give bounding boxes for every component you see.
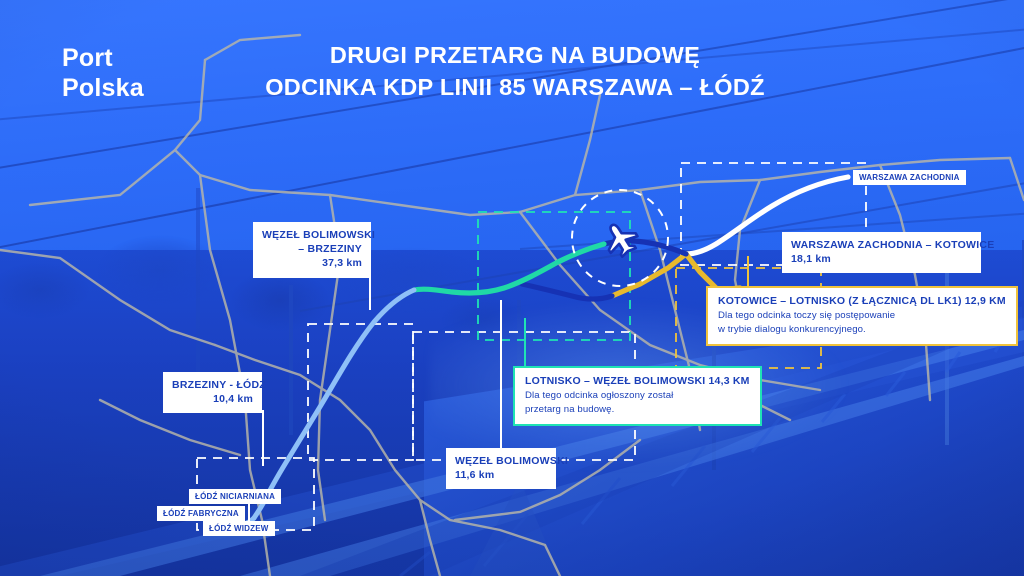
- brand-logo: Port Polska: [62, 44, 144, 103]
- segment-distance: 18,1 km: [791, 253, 831, 266]
- leader-line-wezel-bolimowski: [500, 300, 502, 448]
- note-body-line-1: Dla tego odcinka toczy się postępowanie: [718, 310, 896, 321]
- page-title: DRUGI PRZETARG NA BUDOWĘ ODCINKA KDP LIN…: [230, 40, 800, 103]
- catenary-pole: [1022, 240, 1024, 360]
- route-lotnisko-bolimowski: [411, 241, 607, 296]
- leader-line-lotnisko-note: [524, 318, 526, 368]
- note-heading: KOTOWICE – LOTNISKO (Z ŁĄCZNICĄ DL LK1) …: [718, 295, 1006, 307]
- segment-label-warszawa-zachodnia-kotowice[interactable]: WARSZAWA ZACHODNIA – KOTOWICE 18,1 km: [782, 232, 995, 274]
- segment-title-line-2: – BRZEZINY: [298, 243, 362, 256]
- airplane-icon: [607, 223, 639, 258]
- station-label-text: ŁÓDŹ FABRYCZNA: [163, 508, 239, 518]
- segment-title-line-1: WĘZEŁ BOLIMOWSKI: [455, 455, 569, 467]
- catenary-pole: [289, 285, 293, 435]
- leader-line-bolimowski-brzeziny: [369, 272, 371, 310]
- note-lotnisko-wezel-bolimowski[interactable]: LOTNISKO – WĘZEŁ BOLIMOWSKI 14,3 KM Dla …: [513, 366, 762, 427]
- segment-distance: 37,3 km: [322, 257, 362, 270]
- station-label-warszawa-zachodnia[interactable]: WARSZAWA ZACHODNIA: [853, 170, 966, 185]
- title-line-1: DRUGI PRZETARG NA BUDOWĘ: [329, 42, 701, 68]
- catenary-pole: [196, 188, 200, 398]
- station-label-lodz-widzew[interactable]: ŁÓDŹ WIDZEW: [203, 521, 275, 536]
- station-label-lodz-fabryczna[interactable]: ŁÓDŹ FABRYCZNA: [157, 506, 245, 521]
- station-label-text: ŁÓDŹ WIDZEW: [209, 523, 269, 533]
- note-body-line-2: w trybie dialogu konkurencyjnego.: [718, 323, 866, 335]
- route-warszawa-kotowice: [683, 174, 851, 257]
- route-kotowice-gold: [609, 251, 689, 299]
- note-body-line-2: przetarg na budowę.: [525, 403, 615, 415]
- route-kotowice-lotnisko: [519, 281, 615, 302]
- route-kotowice-link-gold: [683, 251, 743, 293]
- leader-line-kotowice-note: [747, 256, 749, 286]
- segment-title-line-1: BRZEZINY - ŁÓDŹ: [172, 379, 266, 391]
- airport-area-circle: [571, 189, 669, 287]
- segment-title-line-1: WĘZEŁ BOLIMOWSKI: [262, 229, 376, 241]
- leader-line-brzeziny-lodz: [262, 410, 264, 466]
- segment-label-wezel-bolimowski-brzeziny[interactable]: WĘZEŁ BOLIMOWSKI – BRZEZINY 37,3 km: [253, 222, 376, 278]
- segment-distance: 10,4 km: [213, 393, 253, 406]
- segment-title-line-1: WARSZAWA ZACHODNIA – KOTOWICE: [791, 239, 995, 251]
- title-line-2: ODCINKA KDP LINII 85 WARSZAWA – ŁÓDŹ: [265, 73, 765, 100]
- note-body-line-1: Dla tego odcinka ogłoszony został: [525, 390, 674, 401]
- segment-label-brzeziny-lodz[interactable]: BRZEZINY - ŁÓDŹ 10,4 km: [163, 372, 266, 414]
- dashed-inset-box-teal: [477, 211, 631, 341]
- segment-label-wezel-bolimowski[interactable]: WĘZEŁ BOLIMOWSKI 11,6 km: [446, 448, 569, 490]
- logo-line-1: Port: [62, 44, 113, 72]
- leader-line-lodz-stations: [248, 500, 250, 526]
- segment-distance: 11,6 km: [455, 469, 495, 482]
- note-kotowice-lotnisko[interactable]: KOTOWICE – LOTNISKO (Z ŁĄCZNICĄ DL LK1) …: [706, 286, 1018, 347]
- logo-line-2: Polska: [62, 73, 144, 102]
- station-label-text: WARSZAWA ZACHODNIA: [859, 172, 960, 182]
- note-heading: LOTNISKO – WĘZEŁ BOLIMOWSKI 14,3 KM: [525, 375, 750, 387]
- station-label-text: ŁÓDŹ NICIARNIANA: [195, 491, 276, 501]
- station-label-lodz-niciarniana[interactable]: ŁÓDŹ NICIARNIANA: [189, 489, 282, 504]
